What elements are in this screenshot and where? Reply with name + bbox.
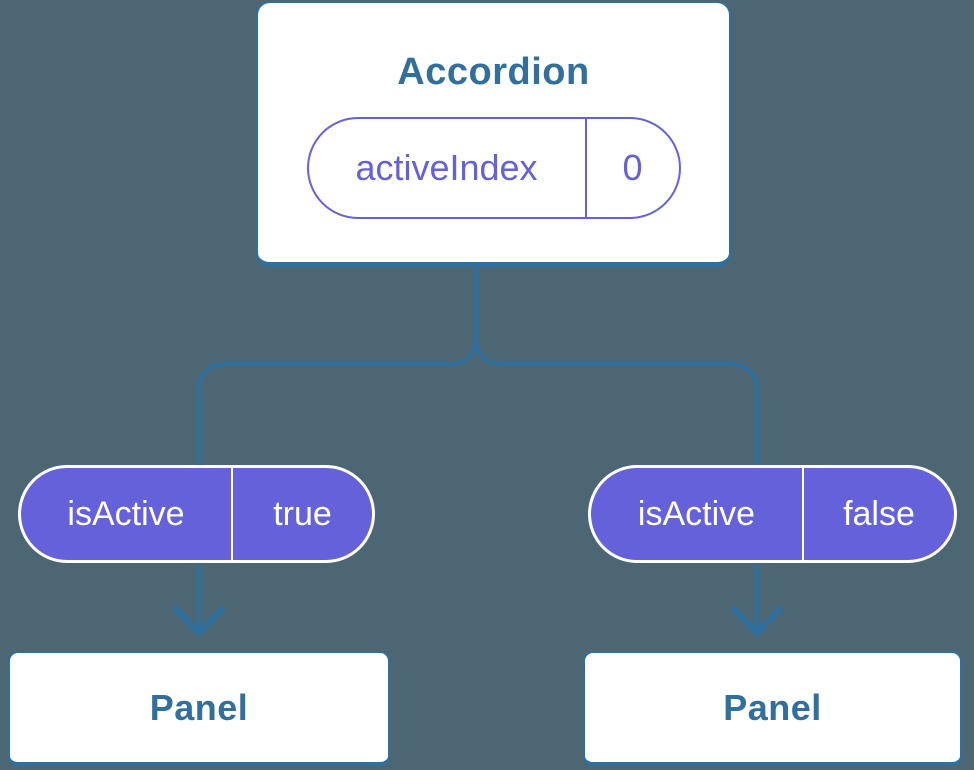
- prop-pill-name: isActive: [67, 494, 185, 533]
- accordion-node: Accordion activeIndex 0: [256, 1, 731, 267]
- prop-pill-value: true: [231, 468, 372, 560]
- prop-pill-is-active-true: isActive true: [18, 465, 375, 563]
- state-pill-name: activeIndex: [355, 147, 538, 188]
- left-arrowhead-icon: [173, 606, 225, 638]
- right-arrowhead-icon: [731, 606, 783, 638]
- left-edge-line: [197, 258, 478, 628]
- prop-pill-is-active-false: isActive false: [588, 465, 957, 563]
- prop-pill-name: isActive: [637, 494, 756, 533]
- prop-pill-value: false: [802, 468, 954, 560]
- state-pill: activeIndex 0: [306, 117, 681, 219]
- panel-node-title: Panel: [149, 686, 249, 728]
- accordion-node-title: Accordion: [397, 51, 590, 93]
- panel-node-left: Panel: [8, 651, 390, 766]
- right-edge-line: [474, 334, 759, 628]
- state-pill-value: 0: [584, 119, 679, 217]
- panel-node-right: Panel: [583, 651, 962, 766]
- panel-node-title: Panel: [723, 686, 822, 728]
